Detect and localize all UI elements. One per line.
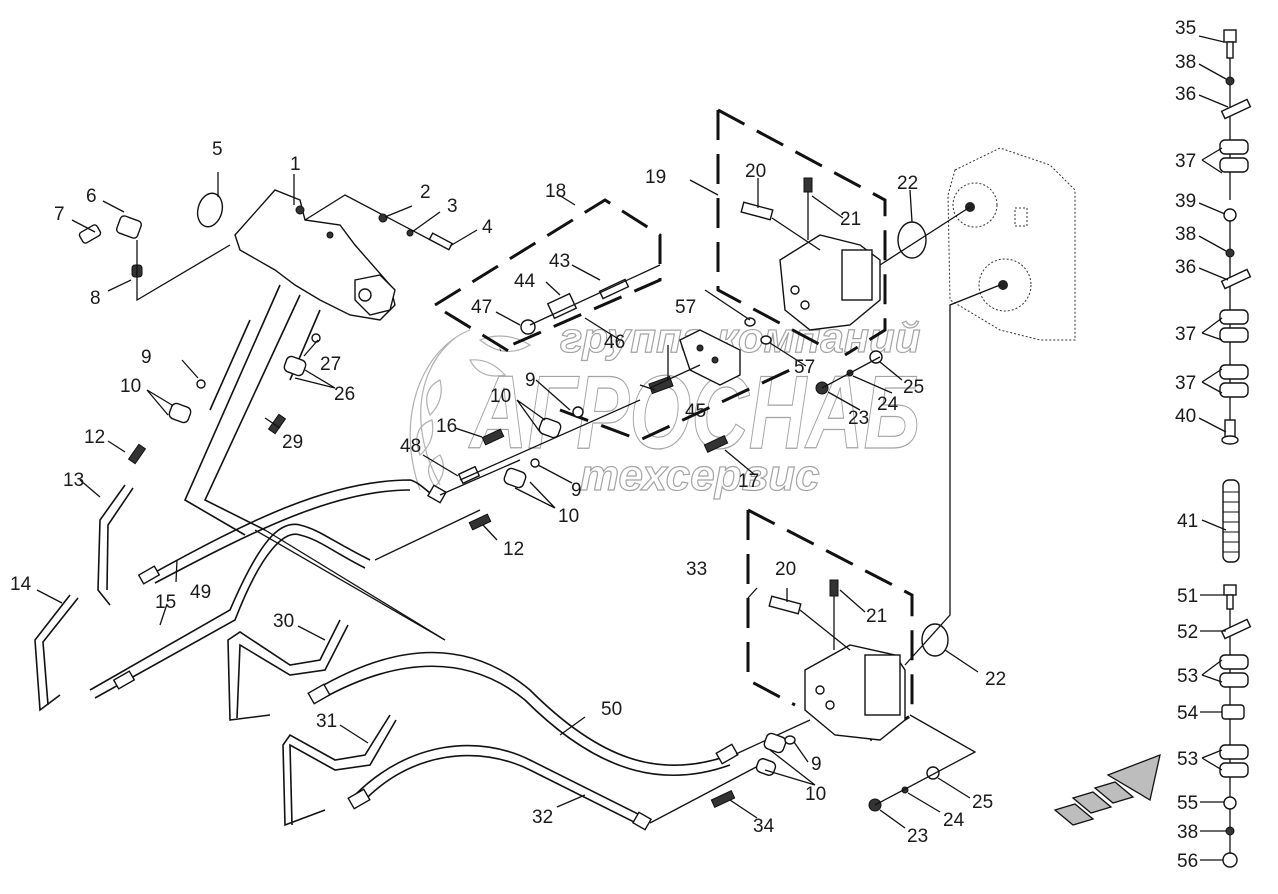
callout-10b: 10 bbox=[490, 386, 511, 407]
callout-10d: 10 bbox=[805, 784, 826, 805]
callout-8: 8 bbox=[90, 288, 101, 309]
pump-19 bbox=[716, 108, 887, 357]
callout-12a: 12 bbox=[84, 427, 105, 448]
callout-47: 47 bbox=[471, 297, 492, 318]
callout-9b: 9 bbox=[525, 370, 536, 391]
callout-20b: 20 bbox=[775, 559, 796, 580]
callout-9d: 9 bbox=[811, 754, 822, 775]
callout-34: 34 bbox=[753, 816, 775, 837]
callout-45: 45 bbox=[685, 401, 706, 422]
callout-18: 18 bbox=[545, 181, 566, 202]
side-stack-labels: 35 38 36 37 39 38 36 37 37 40 41 51 52 5… bbox=[1175, 18, 1199, 872]
main-pump bbox=[234, 189, 396, 321]
callout-22b: 22 bbox=[985, 669, 1006, 690]
callout-40: 40 bbox=[1175, 406, 1196, 427]
o-ring-5 bbox=[196, 192, 224, 228]
o-ring-22b bbox=[921, 623, 949, 657]
callout-21a: 21 bbox=[840, 209, 861, 230]
gearbox bbox=[947, 147, 1076, 341]
fitting-group-6-7-8 bbox=[78, 215, 231, 302]
pipe-18 bbox=[434, 198, 662, 357]
callout-4: 4 bbox=[482, 217, 493, 238]
callout-46: 46 bbox=[604, 332, 625, 353]
callout-52: 52 bbox=[1177, 622, 1198, 643]
callout-50: 50 bbox=[601, 699, 622, 720]
callout-38a: 38 bbox=[1175, 52, 1196, 73]
watermark-line2: АГРОСНАБ bbox=[468, 355, 920, 471]
callout-37a: 37 bbox=[1175, 151, 1196, 172]
callout-41: 41 bbox=[1177, 511, 1198, 532]
callout-20a: 20 bbox=[745, 161, 766, 182]
callout-57b: 57 bbox=[794, 357, 815, 378]
callout-36b: 36 bbox=[1175, 257, 1196, 278]
callout-22a: 22 bbox=[897, 173, 918, 194]
callout-labels: 1 2 3 4 5 6 7 8 9 10 12 13 14 15 49 27 2… bbox=[10, 139, 1006, 847]
callout-33: 33 bbox=[686, 559, 707, 580]
watermark-line3: техсервис bbox=[580, 451, 820, 500]
callout-17: 17 bbox=[738, 471, 759, 492]
forward-direction-icon bbox=[1053, 753, 1161, 826]
callout-9c: 9 bbox=[571, 480, 582, 501]
callout-12b: 12 bbox=[503, 539, 524, 560]
callout-16: 16 bbox=[436, 416, 457, 437]
callout-24b: 24 bbox=[943, 810, 965, 831]
callout-32: 32 bbox=[532, 807, 553, 828]
callout-48: 48 bbox=[400, 436, 421, 457]
callout-15: 15 bbox=[155, 592, 176, 613]
o-ring-22a bbox=[897, 221, 927, 259]
callout-36a: 36 bbox=[1175, 84, 1196, 105]
callout-56: 56 bbox=[1177, 851, 1198, 872]
callout-37c: 37 bbox=[1175, 373, 1196, 394]
clamps-left bbox=[127, 333, 641, 531]
callout-30: 30 bbox=[273, 611, 294, 632]
callout-54: 54 bbox=[1177, 703, 1199, 724]
callout-3: 3 bbox=[447, 196, 458, 217]
pump-33 bbox=[746, 508, 914, 742]
callout-10c: 10 bbox=[558, 506, 579, 527]
callout-24a: 24 bbox=[877, 394, 899, 415]
callout-37b: 37 bbox=[1175, 324, 1196, 345]
side-stack bbox=[1219, 29, 1252, 868]
callout-19: 19 bbox=[645, 167, 666, 188]
callout-25b: 25 bbox=[972, 792, 993, 813]
callout-10a: 10 bbox=[120, 376, 141, 397]
callout-31: 31 bbox=[316, 711, 337, 732]
pipes-left bbox=[34, 284, 521, 712]
callout-38b: 38 bbox=[1175, 224, 1196, 245]
callout-35: 35 bbox=[1175, 18, 1196, 39]
callout-38c: 38 bbox=[1177, 822, 1198, 843]
callout-7: 7 bbox=[54, 204, 65, 225]
callout-9a: 9 bbox=[141, 347, 152, 368]
callout-23b: 23 bbox=[907, 826, 928, 847]
callout-6: 6 bbox=[86, 186, 97, 207]
callout-27: 27 bbox=[320, 354, 341, 375]
callout-49: 49 bbox=[190, 582, 211, 603]
leader-lines bbox=[36, 35, 1229, 861]
pipes-bottom bbox=[227, 529, 811, 831]
callout-55: 55 bbox=[1177, 793, 1198, 814]
callout-53b: 53 bbox=[1177, 749, 1198, 770]
callout-25a: 25 bbox=[903, 377, 924, 398]
callout-14: 14 bbox=[10, 574, 32, 595]
callout-43: 43 bbox=[549, 251, 570, 272]
callout-51: 51 bbox=[1177, 586, 1198, 607]
callout-53a: 53 bbox=[1177, 666, 1198, 687]
callout-5: 5 bbox=[212, 139, 223, 160]
callout-44: 44 bbox=[514, 271, 536, 292]
callout-57a: 57 bbox=[675, 297, 696, 318]
watermark: группа компаний АГРОСНАБ техсервис bbox=[409, 313, 921, 501]
callout-1: 1 bbox=[290, 154, 301, 175]
callout-39: 39 bbox=[1175, 191, 1196, 212]
valve-block bbox=[648, 329, 741, 395]
callout-13: 13 bbox=[63, 470, 84, 491]
callout-2: 2 bbox=[420, 182, 431, 203]
callout-21b: 21 bbox=[866, 606, 887, 627]
callout-26: 26 bbox=[334, 384, 355, 405]
callout-23a: 23 bbox=[848, 408, 869, 429]
callout-29: 29 bbox=[282, 432, 303, 453]
